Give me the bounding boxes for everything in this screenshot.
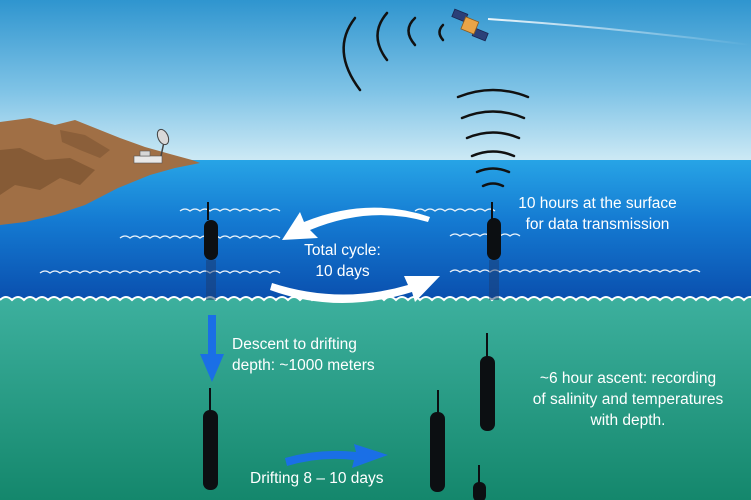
argo-float-icon <box>473 465 486 500</box>
ascent-line-3: with depth. <box>590 412 666 429</box>
sky <box>0 0 751 165</box>
descent-line-2: depth: ~1000 meters <box>232 357 375 374</box>
argo-float-icon <box>487 202 501 300</box>
descent-line-1: Descent to drifting <box>232 336 357 353</box>
surface-time-label: 10 hours at the surface for data transmi… <box>485 193 710 235</box>
ascent-label: ~6 hour ascent: recording of salinity an… <box>505 368 751 431</box>
surface-time-line-2: for data transmission <box>525 216 670 233</box>
surface-time-line-1: 10 hours at the surface <box>518 195 677 212</box>
island-shadow <box>0 148 95 195</box>
ascent-line-2: of salinity and temperatures <box>532 391 724 408</box>
surface-ripples <box>39 208 701 274</box>
cycle-arrow-right <box>270 276 440 304</box>
total-cycle-label: Total cycle: 10 days <box>290 240 395 282</box>
argo-float-icon <box>203 388 218 490</box>
descent-arrow <box>200 315 224 382</box>
signal-waves-icon <box>456 88 530 188</box>
descent-label: Descent to drifting depth: ~1000 meters <box>232 334 432 376</box>
cycle-arrows <box>270 207 440 304</box>
argo-float-icon <box>480 333 495 431</box>
drifting-line-1: Drifting 8 – 10 days <box>250 470 384 487</box>
signal-waves-icon <box>342 11 445 92</box>
island-shadow-2 <box>60 130 110 158</box>
cycle-arrow-left <box>282 207 430 240</box>
argo-float-icon <box>430 390 445 492</box>
ascent-line-1: ~6 hour ascent: recording <box>539 370 717 387</box>
satellite-icon <box>451 8 751 46</box>
argo-float-icon <box>204 202 218 300</box>
deep-sea-layer <box>0 298 751 500</box>
total-cycle-line-1: Total cycle: <box>304 242 381 259</box>
island-land <box>0 118 200 225</box>
drift-arrow <box>285 444 388 468</box>
drifting-label: Drifting 8 – 10 days <box>250 468 430 489</box>
satellite-dish-icon <box>133 128 170 164</box>
total-cycle-line-2: 10 days <box>315 263 370 280</box>
